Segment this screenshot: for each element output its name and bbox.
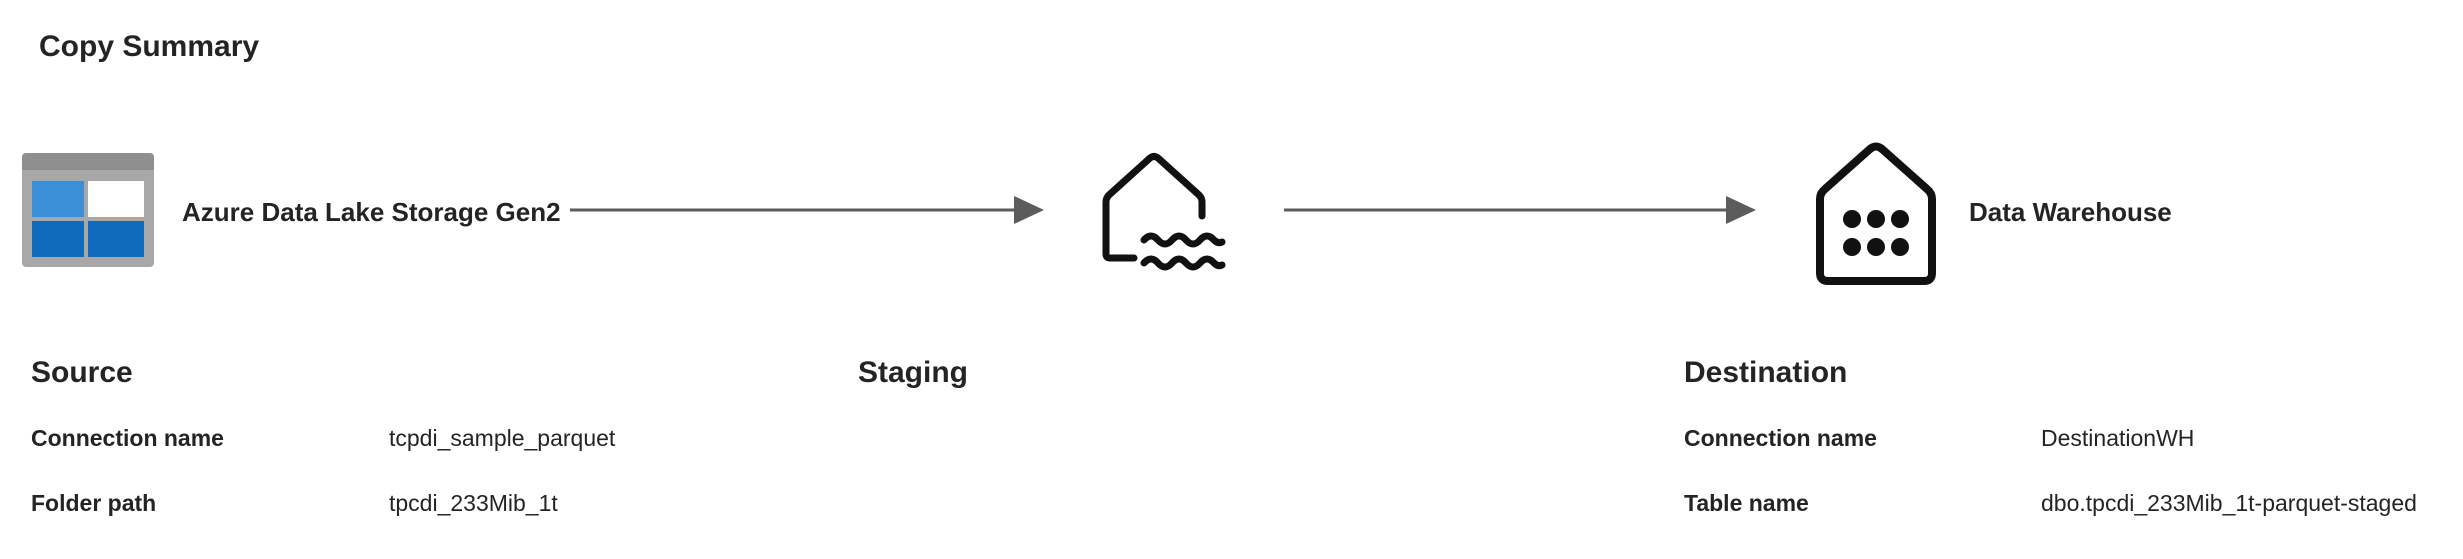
source-folder-path-label: Folder path — [31, 490, 157, 516]
source-folder-path-value: tpcdi_233Mib_1t — [389, 490, 558, 516]
source-connection-name-label: Connection name — [31, 425, 224, 451]
page-title: Copy Summary — [39, 30, 260, 63]
destination-heading: Destination — [1684, 356, 1848, 389]
flow-arrow-icon — [1284, 194, 1756, 226]
destination-node-label: Data Warehouse — [1969, 197, 2172, 227]
destination-connection-name-value: DestinationWH — [2041, 425, 2195, 451]
flow-arrow-icon — [570, 194, 1044, 226]
azure-data-lake-storage-icon — [22, 153, 154, 267]
destination-table-name-value: dbo.tpcdi_233Mib_1t-parquet-staged — [2041, 490, 2417, 516]
data-warehouse-icon — [1808, 137, 1944, 287]
lakehouse-icon — [1100, 150, 1230, 272]
staging-heading: Staging — [858, 356, 968, 389]
source-connection-name-value: tcpdi_sample_parquet — [389, 425, 616, 451]
source-heading: Source — [31, 356, 133, 389]
source-node-label: Azure Data Lake Storage Gen2 — [182, 197, 561, 227]
destination-table-name-label: Table name — [1684, 490, 1809, 516]
destination-connection-name-label: Connection name — [1684, 425, 1877, 451]
